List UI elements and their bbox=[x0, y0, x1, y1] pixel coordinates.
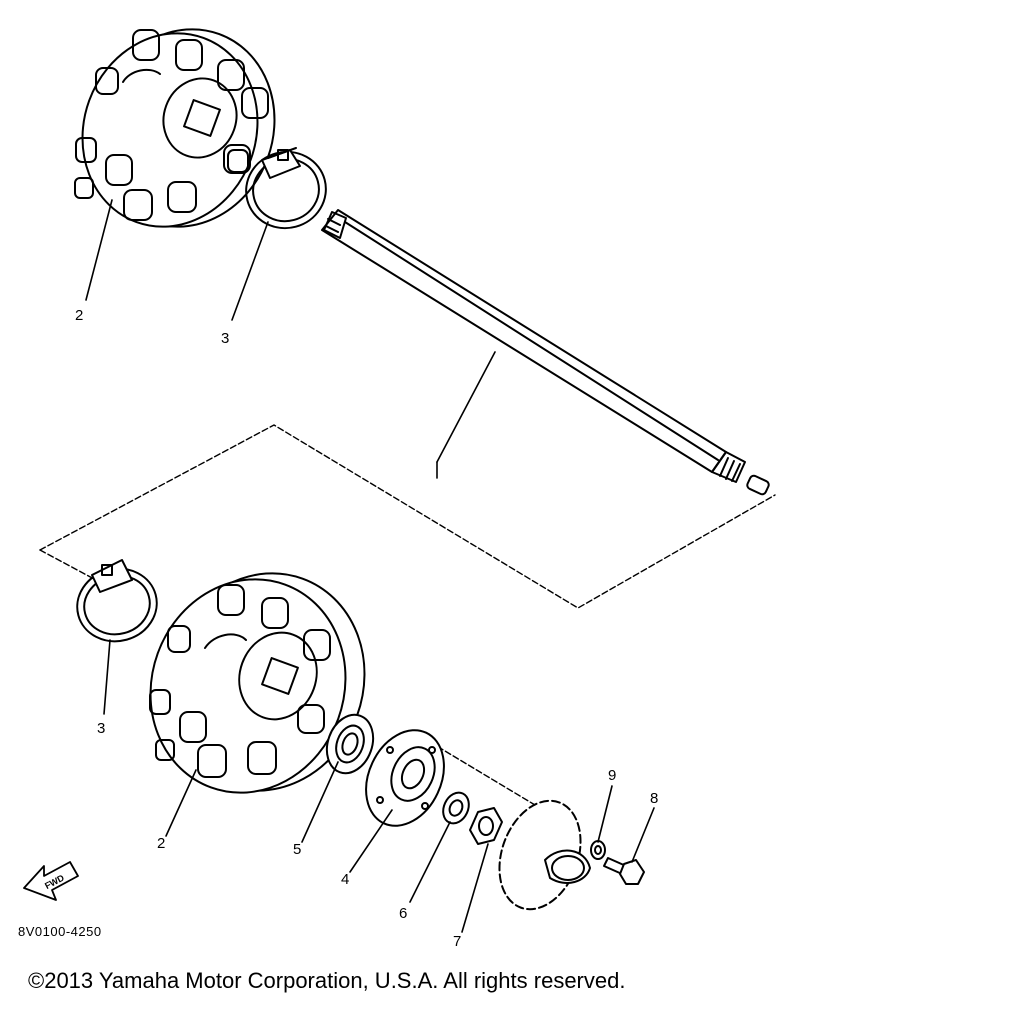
washer bbox=[442, 791, 470, 825]
callout-2-top: 2 bbox=[75, 307, 83, 324]
hose-clamp-bottom bbox=[76, 559, 158, 643]
drive-shaft bbox=[321, 209, 770, 496]
callout-2-bottom: 2 bbox=[157, 835, 165, 852]
sprocket-bottom bbox=[149, 572, 366, 794]
hose-clamp-top bbox=[245, 147, 327, 230]
end-cover-plate bbox=[498, 799, 591, 911]
bearing-housing bbox=[365, 729, 445, 827]
dashed-assembly-line bbox=[39, 424, 776, 609]
copyright-notice: ©2013 Yamaha Motor Corporation, U.S.A. A… bbox=[28, 968, 626, 993]
bearing bbox=[325, 713, 375, 775]
callout-7: 7 bbox=[453, 933, 461, 950]
callout-3-top: 3 bbox=[221, 330, 229, 347]
fwd-arrow-icon bbox=[23, 861, 79, 901]
nut bbox=[469, 807, 503, 845]
callout-9: 9 bbox=[608, 767, 616, 784]
callout-8: 8 bbox=[650, 790, 658, 807]
lock-washer bbox=[590, 840, 606, 860]
callout-3-bottom: 3 bbox=[97, 720, 105, 737]
figure-code: 8V0100-4250 bbox=[18, 924, 102, 939]
callout-6: 6 bbox=[399, 905, 407, 922]
bolt bbox=[603, 857, 645, 885]
leader-lines bbox=[85, 199, 655, 933]
sprocket-top bbox=[74, 28, 276, 228]
callout-4: 4 bbox=[341, 871, 349, 888]
callout-5: 5 bbox=[293, 841, 301, 858]
